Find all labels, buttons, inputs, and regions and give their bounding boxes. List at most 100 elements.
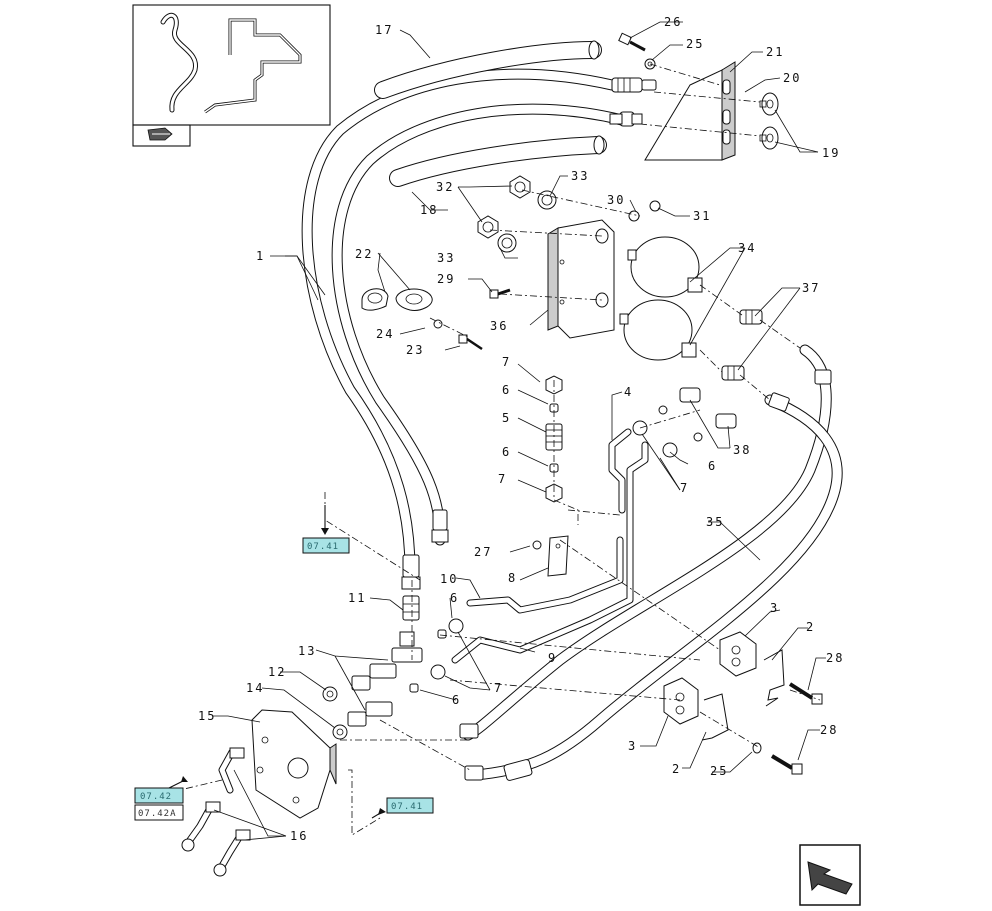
nut-7-bottom	[545, 483, 563, 503]
callout-27: 27	[474, 545, 492, 559]
nut-32-upper	[509, 175, 531, 199]
callout-26: 26	[664, 15, 682, 29]
callout-16: 16	[290, 829, 308, 843]
callout-6-right: 6	[708, 459, 717, 473]
tee-13-lower	[347, 701, 393, 727]
bracket-plate-36	[547, 219, 615, 339]
ref-box-left[interactable]: 07.42 07.42A	[134, 787, 184, 821]
ref-box-top[interactable]: 07.41	[302, 537, 350, 554]
hose-17	[374, 40, 602, 99]
accumulator-34-upper	[627, 236, 703, 298]
callout-6-top: 6	[502, 383, 511, 397]
callout-20: 20	[783, 71, 801, 85]
washer-25-lower	[752, 742, 762, 754]
bracket-15	[251, 709, 337, 819]
callout-4: 4	[624, 385, 633, 399]
next-page-arrow-icon[interactable]	[799, 844, 861, 906]
callout-6-tee: 6	[452, 693, 461, 707]
callout-31: 31	[693, 209, 711, 223]
callout-30: 30	[607, 193, 625, 207]
callout-35: 35	[706, 515, 724, 529]
callout-labels: 17 26 25 21 20 19 32 33 30 31 18 33 29 3…	[198, 15, 844, 843]
hose-fitting-top-a	[611, 77, 657, 93]
callout-3-lower: 3	[628, 739, 637, 753]
callout-2-lower: 2	[672, 762, 681, 776]
ref-arrows	[164, 505, 386, 819]
callout-7-tee: 7	[494, 681, 503, 695]
callout-6-mid: 6	[502, 445, 511, 459]
pipe-9	[451, 441, 649, 664]
washer-33-upper	[537, 190, 557, 210]
plate-8	[547, 535, 569, 577]
coupling-37-lower	[721, 365, 745, 381]
callout-29: 29	[437, 272, 455, 286]
olive-6-tee	[409, 629, 447, 693]
hose-fitting-top-b	[609, 111, 643, 127]
clamp-22	[361, 288, 433, 311]
callout-14: 14	[246, 681, 264, 695]
callout-24: 24	[376, 327, 394, 341]
callout-18: 18	[420, 203, 438, 217]
bolt-26	[618, 32, 646, 52]
bolt-28-lower	[770, 754, 803, 775]
callout-23: 23	[406, 343, 424, 357]
callout-37: 37	[802, 281, 820, 295]
book-hand-icon	[147, 127, 173, 141]
tee-13-upper	[351, 631, 423, 691]
adapter-11	[402, 595, 420, 621]
callout-22: 22	[355, 247, 373, 261]
callout-19: 19	[822, 146, 840, 160]
bracket-21	[644, 61, 736, 161]
pipe-10	[466, 536, 624, 614]
nut-7-tee	[430, 618, 464, 680]
spacer-3-upper	[719, 631, 757, 677]
callout-6-pipe: 6	[450, 591, 459, 605]
callout-5: 5	[502, 411, 511, 425]
callout-15: 15	[198, 709, 216, 723]
washer-14	[332, 724, 348, 740]
ref-label-bottom: 07.41	[391, 802, 423, 812]
hose-group-1	[301, 68, 628, 576]
callout-7-right: 7	[680, 481, 689, 495]
callout-1: 1	[256, 249, 265, 263]
callout-28-lower: 28	[820, 723, 838, 737]
callout-8: 8	[508, 571, 517, 585]
callout-2-upper: 2	[806, 620, 815, 634]
bolt-29	[489, 288, 511, 299]
spacer-3-lower	[663, 677, 699, 725]
callout-12: 12	[268, 665, 286, 679]
callout-7-top: 7	[502, 355, 511, 369]
callout-21: 21	[766, 45, 784, 59]
callout-25: 25	[686, 37, 704, 51]
center-lines	[179, 63, 821, 836]
callout-17: 17	[375, 23, 393, 37]
nut-32-lower	[477, 215, 499, 239]
callout-32: 32	[436, 180, 454, 194]
ref-label-top: 07.41	[307, 542, 339, 552]
ref-box-bottom[interactable]: 07.41	[386, 797, 434, 814]
callout-7-mid: 7	[498, 472, 507, 486]
leader-lines	[212, 21, 826, 841]
hose-end-bottom	[459, 723, 533, 781]
bolt-27	[532, 540, 542, 550]
coupling-38	[679, 387, 737, 429]
bulkhead-nut-19	[759, 92, 779, 150]
callout-28-upper: 28	[826, 651, 844, 665]
callout-3-upper: 3	[770, 601, 779, 615]
hose-fitting-bottom	[401, 509, 449, 590]
callout-36: 36	[490, 319, 508, 333]
callout-10: 10	[440, 572, 458, 586]
washer-12	[322, 686, 338, 702]
callout-13: 13	[298, 644, 316, 658]
hose-18	[389, 135, 607, 187]
bolt-31	[649, 200, 661, 212]
callout-9: 9	[548, 651, 557, 665]
ref-label-left-b: 07.42A	[138, 809, 177, 819]
coupling-37-upper	[739, 309, 763, 325]
elbow-16	[181, 747, 251, 877]
washer-25	[644, 58, 656, 70]
callout-34: 34	[738, 241, 756, 255]
callout-33-upper: 33	[571, 169, 589, 183]
callout-25-lower: 25	[710, 764, 728, 778]
washer-33-lower	[497, 233, 517, 253]
